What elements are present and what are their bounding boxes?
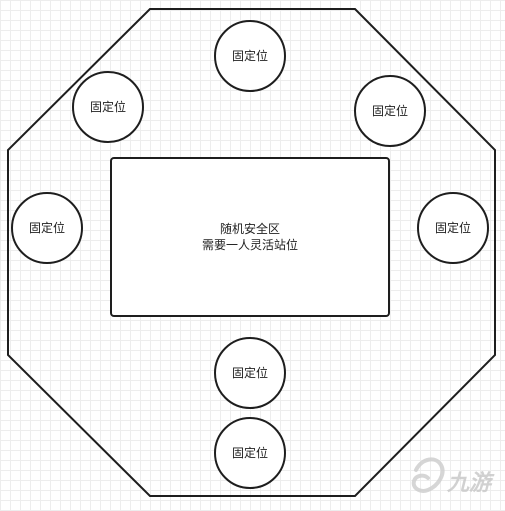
fixed-position-circle <box>72 71 144 143</box>
safe-zone-title: 随机安全区 <box>220 221 280 236</box>
watermark-text: 九游 <box>446 471 495 496</box>
fixed-position-label: 固定位 <box>232 365 268 380</box>
fixed-position-upper-left: 固定位 <box>72 71 144 143</box>
fixed-position-left: 固定位 <box>11 192 83 264</box>
fixed-position-bottom-lower: 固定位 <box>214 417 286 489</box>
safe-zone-rect <box>110 157 390 317</box>
fixed-position-bottom-upper: 固定位 <box>214 337 286 409</box>
fixed-position-circle <box>417 192 489 264</box>
watermark-logo: 九游 <box>411 457 495 496</box>
fixed-position-label: 固定位 <box>232 445 268 460</box>
fixed-position-label: 固定位 <box>29 220 65 235</box>
fixed-position-circle <box>354 75 426 147</box>
fixed-position-top: 固定位 <box>214 20 286 92</box>
fixed-position-right: 固定位 <box>417 192 489 264</box>
fixed-position-label: 固定位 <box>372 103 408 118</box>
fixed-position-label: 固定位 <box>232 48 268 63</box>
fixed-position-circle <box>11 192 83 264</box>
fixed-position-circle <box>214 20 286 92</box>
fixed-position-circle <box>214 417 286 489</box>
fixed-position-label: 固定位 <box>435 220 471 235</box>
fixed-position-circle <box>214 337 286 409</box>
fixed-position-upper-right: 固定位 <box>354 75 426 147</box>
octagon-arena <box>7 8 496 497</box>
watermark-swirl-icon <box>411 457 445 493</box>
fixed-position-label: 固定位 <box>90 99 126 114</box>
safe-zone-subtitle: 需要一人灵活站位 <box>202 237 298 252</box>
